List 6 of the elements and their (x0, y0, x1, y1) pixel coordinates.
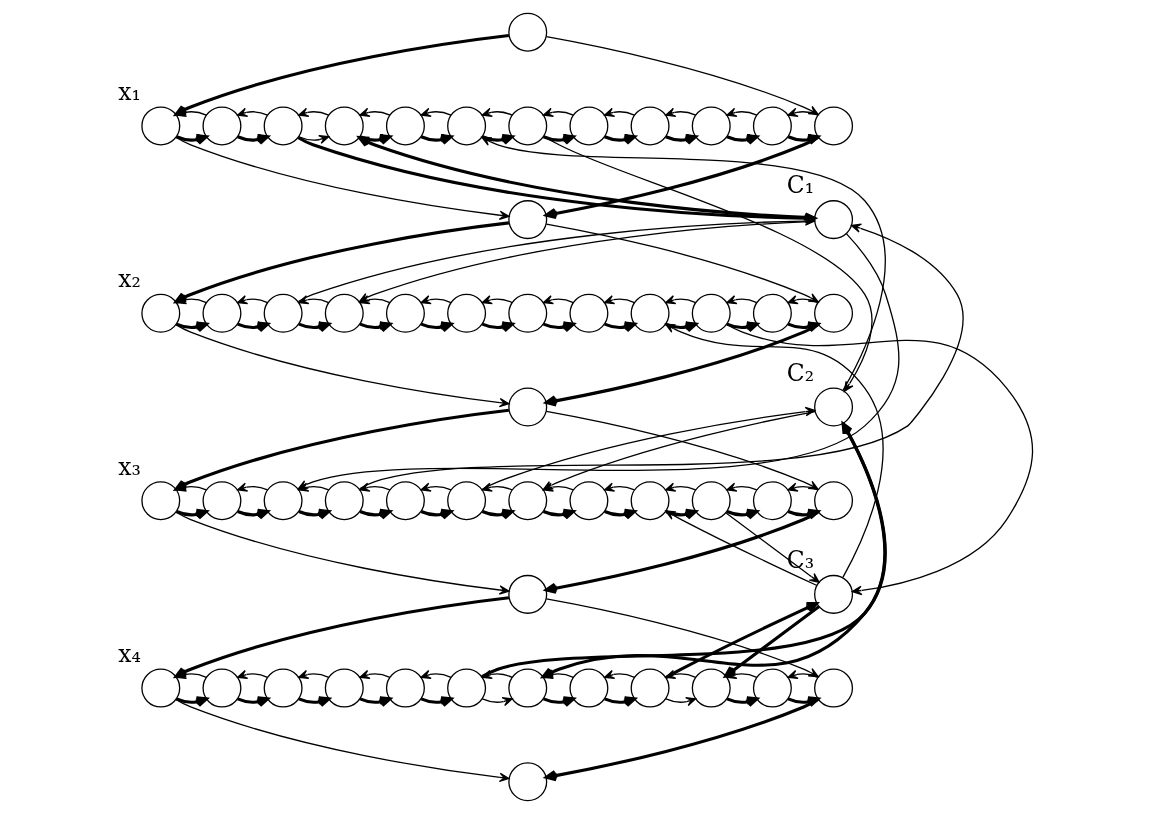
node-label: C₁ (786, 171, 814, 200)
node-label: x₁ (117, 77, 141, 106)
node-label: x₄ (117, 639, 141, 668)
node-label: x₃ (117, 452, 141, 481)
node-label: C₂ (786, 358, 814, 387)
node-label: x₂ (117, 265, 141, 294)
